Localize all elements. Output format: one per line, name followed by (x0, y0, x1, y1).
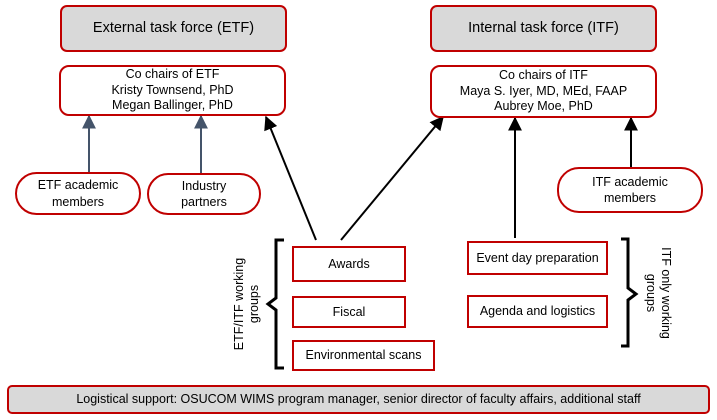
industry-partners-line-1: Industry (181, 178, 227, 193)
arrow-awards-to-etf (264, 115, 317, 241)
wg-event-day-preparation-box: Event day preparation (467, 241, 608, 275)
wg-awards-box: Awards (292, 246, 406, 282)
wg-agenda-logistics-box: Agenda and logistics (467, 295, 608, 328)
etf-header: External task force (ETF) (60, 5, 287, 52)
etf-cochair-1: Kristy Townsend, PhD (111, 82, 234, 97)
itf-cochair-2: Aubrey Moe, PhD (494, 99, 593, 114)
itf-cochairs-heading: Co chairs of ITF (499, 68, 588, 83)
itf-academic-members-box: ITF academic members (557, 167, 703, 213)
bracket-itf-groups (621, 237, 639, 348)
wg-awards-label: Awards (328, 256, 370, 271)
itf-groups-label-line-1: ITF only working (659, 247, 673, 339)
wg-environmental-scans-label: Environmental scans (305, 348, 422, 363)
bracket-shared-groups (265, 238, 284, 370)
itf-header: Internal task force (ITF) (430, 5, 657, 52)
arrow-awards-to-itf (340, 115, 444, 241)
itf-academic-members-line-2: members (603, 191, 657, 205)
shared-groups-label: ETF/ITF working groups (232, 258, 262, 350)
etf-academic-members-line-2: members (51, 194, 105, 209)
etf-academic-members-box: ETF academic members (15, 172, 141, 215)
etf-cochairs-heading: Co chairs of ETF (125, 67, 220, 82)
itf-cochairs-box: Co chairs of ITF Maya S. Iyer, MD, MEd, … (430, 65, 657, 118)
shared-groups-label-line-2: groups (247, 284, 261, 324)
shared-groups-label-line-1: ETF/ITF working (232, 257, 246, 351)
logistical-support-box: Logistical support: OSUCOM WIMS program … (7, 385, 710, 414)
itf-cochair-1: Maya S. Iyer, MD, MEd, FAAP (459, 83, 628, 98)
etf-academic-members-line-1: ETF academic (37, 178, 119, 193)
industry-partners-line-2: partners (181, 195, 227, 209)
wg-environmental-scans-box: Environmental scans (292, 340, 435, 371)
wg-fiscal-label: Fiscal (332, 304, 366, 319)
itf-groups-label-line-2: groups (644, 273, 658, 313)
itf-groups-label: ITF only working groups (643, 247, 673, 339)
industry-partners-box: Industry partners (147, 173, 261, 215)
itf-academic-members-line-1: ITF academic (592, 174, 668, 189)
itf-title: Internal task force (ITF) (468, 20, 619, 37)
etf-title: External task force (ETF) (92, 20, 255, 37)
wg-agenda-logistics-label: Agenda and logistics (479, 304, 596, 319)
logistical-support-text: Logistical support: OSUCOM WIMS program … (76, 392, 641, 407)
wg-event-day-preparation-label: Event day preparation (476, 250, 599, 265)
etf-cochair-2: Megan Ballinger, PhD (112, 98, 233, 113)
wg-fiscal-box: Fiscal (292, 296, 406, 328)
etf-cochairs-box: Co chairs of ETF Kristy Townsend, PhD Me… (59, 65, 286, 116)
